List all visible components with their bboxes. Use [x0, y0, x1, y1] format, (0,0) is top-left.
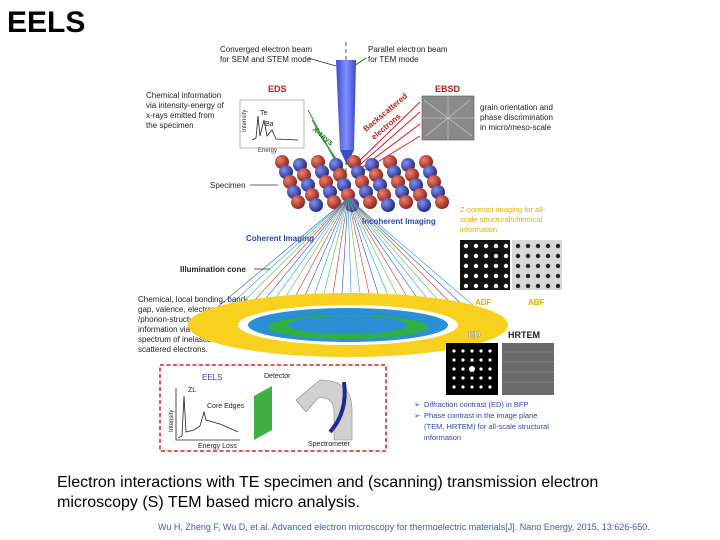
detector-plate — [254, 386, 272, 440]
spectrometer — [295, 379, 353, 441]
adf-label: ADF — [475, 298, 492, 307]
specimen-label: Specimen — [210, 181, 246, 190]
svg-text:x-rays emitted from: x-rays emitted from — [146, 111, 215, 120]
converged-beam-label: Converged electron beam for SEM and STEM… — [220, 45, 312, 64]
svg-text:for SEM and STEM mode: for SEM and STEM mode — [220, 55, 312, 64]
svg-text:Phase contrast in the image pl: Phase contrast in the image plane — [424, 411, 537, 420]
ebsd-label: EBSD — [435, 84, 461, 94]
svg-text:(TEM, HRTEM) for all-scale st: (TEM, HRTEM) for all-scale structural — [424, 422, 549, 431]
spectrometer-label: Spectrometer — [308, 441, 351, 448]
detector-label: Detector — [264, 373, 291, 380]
figure-caption: Electron interactions with TE specimen a… — [57, 473, 697, 513]
svg-text:grain orientation and: grain orientation and — [480, 103, 553, 112]
svg-text:Converged electron beam: Converged electron beam — [220, 45, 312, 54]
svg-text:information: information — [424, 433, 461, 442]
svg-text:Core Edges: Core Edges — [207, 403, 244, 410]
contrast-bullets: ➢Diffraction contrast (ED) in BFP ➢Phase… — [414, 400, 549, 442]
slide-title: EELS — [7, 6, 86, 39]
svg-text:Intensity: Intensity — [169, 410, 175, 432]
abf-label: ABF — [528, 298, 545, 307]
svg-text:/phonon-structure: /phonon-structure — [138, 315, 201, 324]
svg-text:Energy Loss: Energy Loss — [198, 443, 237, 450]
svg-text:information: information — [460, 225, 497, 234]
svg-text:the specimen: the specimen — [146, 121, 194, 130]
eds-label: EDS — [268, 84, 287, 94]
xrays-label: X-rays — [311, 125, 336, 148]
eds-description: Chemical information via intensity-energ… — [146, 91, 225, 130]
svg-text:phase discrimination: phase discrimination — [480, 113, 553, 122]
coherent-imaging-label: Coherent Imaging — [246, 234, 314, 243]
electron-interaction-diagram: Converged electron beam for SEM and STEM… — [138, 42, 562, 452]
reference-citation: Wu H, Zheng F, Wu D, et al. Advanced ele… — [158, 522, 650, 532]
electron-beam — [336, 60, 356, 150]
svg-text:Diffraction contrast (ED) in B: Diffraction contrast (ED) in BFP — [424, 400, 528, 409]
svg-text:Chemical, local bonding, band-: Chemical, local bonding, band- — [138, 295, 248, 304]
ed-label: ED — [468, 330, 481, 340]
svg-text:for TEM mode: for TEM mode — [368, 55, 419, 64]
hrtem-image — [502, 343, 554, 395]
zcontrast-description: Z-contrast imaging for all- scale struct… — [460, 205, 546, 234]
svg-text:in micro/meso-scale: in micro/meso-scale — [480, 123, 552, 132]
caption-line-1: Electron interactions with TE specimen a… — [57, 474, 599, 491]
eels-label: EELS — [202, 373, 222, 382]
svg-text:information via energy: information via energy — [138, 325, 217, 334]
svg-text:➢: ➢ — [414, 411, 421, 420]
caption-line-2: microscopy (S) TEM based micro analysis. — [57, 494, 360, 511]
svg-text:Te: Te — [260, 110, 268, 117]
hrtem-label: HRTEM — [508, 330, 540, 340]
svg-text:spectrum of inelastically: spectrum of inelastically — [138, 335, 223, 344]
svg-text:via intensity-energy of: via intensity-energy of — [146, 101, 225, 110]
svg-text:Intensity: Intensity — [242, 110, 248, 132]
svg-text:Ba: Ba — [265, 121, 274, 128]
parallel-beam-label: Parallel electron beam for TEM mode — [368, 45, 448, 64]
backscattered-label: Backscattered electrons — [362, 91, 410, 141]
svg-text:scale structural/chemical: scale structural/chemical — [460, 215, 542, 224]
svg-text:Z-contrast imaging for all-: Z-contrast imaging for all- — [460, 205, 546, 214]
svg-text:➢: ➢ — [414, 400, 421, 409]
svg-text:Chemical information: Chemical information — [146, 91, 221, 100]
svg-text:Energy: Energy — [258, 148, 277, 154]
incoherent-imaging-label: Incoherent Imaging — [362, 217, 436, 226]
svg-text:Parallel electron beam: Parallel electron beam — [368, 45, 448, 54]
ebsd-description: grain orientation and phase discriminati… — [480, 103, 553, 132]
chemical-description: Chemical, local bonding, band- gap, vale… — [138, 295, 248, 354]
illumination-cone-label: Illumination cone — [180, 265, 246, 274]
svg-text:ZL: ZL — [188, 387, 196, 394]
svg-text:scattered electrons.: scattered electrons. — [138, 345, 208, 354]
svg-text:gap, valence, electron-: gap, valence, electron- — [138, 305, 219, 314]
